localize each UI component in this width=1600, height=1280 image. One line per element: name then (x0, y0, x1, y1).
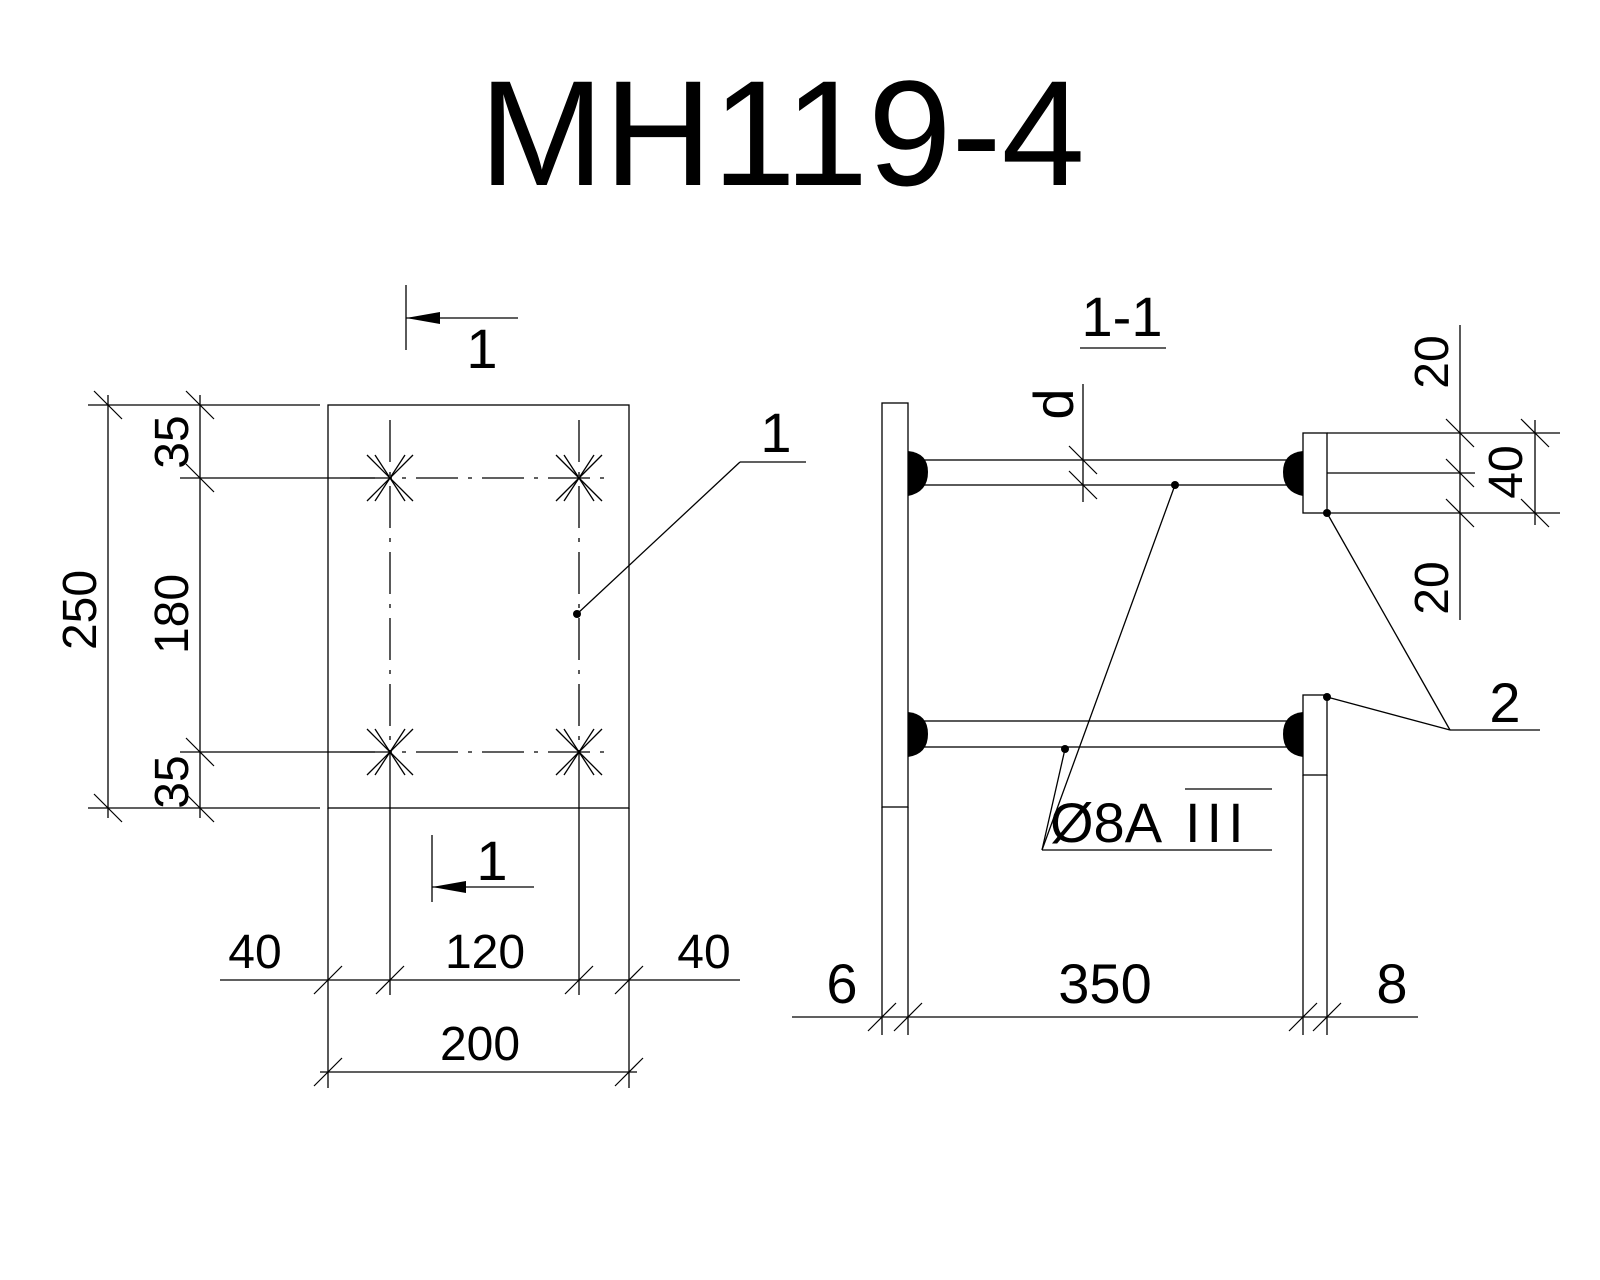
callout-rebar: Ø8А III (1041, 481, 1272, 854)
weld-top-left (908, 451, 928, 496)
dim-total-width-label: 200 (440, 1018, 520, 1071)
weld-bottom-right (1283, 712, 1303, 757)
rebar-class-label: III (1185, 791, 1250, 854)
main-plate (881, 402, 909, 808)
anchor-bar-bottom (919, 720, 1291, 748)
anchor-symbol-bottom-left (366, 728, 414, 776)
anchor-bar-top (919, 459, 1291, 486)
section-label: 1-1 (1082, 285, 1163, 348)
dim-section-length: 6 350 8 (792, 775, 1418, 1035)
dim-bar-length-label: 350 (1058, 952, 1151, 1015)
dim-inner-height: 35 180 35 (146, 390, 375, 823)
dim-edge-left-label: 40 (228, 926, 281, 979)
dim-right-mid-label: 40 (1480, 445, 1533, 498)
weld-bottom-left (908, 712, 928, 757)
callout-plate2-label: 2 (1489, 671, 1520, 734)
callout-plate: 1 (573, 401, 806, 618)
embedded-plate-outline (327, 404, 630, 809)
dim-bar-diameter-label: d (1022, 388, 1085, 419)
dim-right-bot-label: 20 (1406, 561, 1459, 614)
section-mark-bottom: 1 (431, 829, 534, 902)
dim-right-top-label: 20 (1406, 335, 1459, 388)
dim-width-chain: 40 120 40 (220, 785, 740, 1088)
callout-plate-label: 1 (760, 401, 791, 464)
drawing-title: МН119-4 (479, 49, 1085, 217)
anchor-symbol-top-right (555, 454, 603, 502)
dim-bar-diameter: d (1022, 384, 1098, 502)
dim-total-height-label: 250 (54, 570, 107, 650)
section-mark-bottom-label: 1 (476, 829, 507, 892)
callout-plate2: 2 (1323, 509, 1540, 734)
dim-plate-thickness-label: 6 (826, 952, 857, 1015)
weld-top-right (1283, 451, 1303, 496)
section-view: 1-1 d Ø8А III (792, 285, 1560, 1035)
small-plate-bottom (1302, 694, 1328, 776)
anchor-symbol-top-left (366, 454, 414, 502)
small-plate-top (1302, 432, 1328, 514)
dim-inner-height-label: 180 (146, 574, 199, 654)
dim-total-height: 250 (54, 390, 320, 823)
plan-view: 1 1 1 250 (54, 285, 806, 1088)
dim-inner-width-label: 120 (445, 926, 525, 979)
anchor-symbol-bottom-right (555, 728, 603, 776)
dim-right-chain: 20 40 20 (1327, 325, 1560, 620)
dim-edge-bottom-label: 35 (146, 755, 199, 808)
dim-total-width: 200 (313, 1018, 644, 1087)
dim-edge-right-label: 40 (677, 926, 730, 979)
dim-plate2-thickness-label: 8 (1376, 952, 1407, 1015)
section-mark-top: 1 (405, 285, 518, 380)
rebar-spec-label: Ø8А (1050, 791, 1163, 854)
dim-edge-top-label: 35 (146, 415, 199, 468)
section-mark-top-label: 1 (466, 317, 497, 380)
